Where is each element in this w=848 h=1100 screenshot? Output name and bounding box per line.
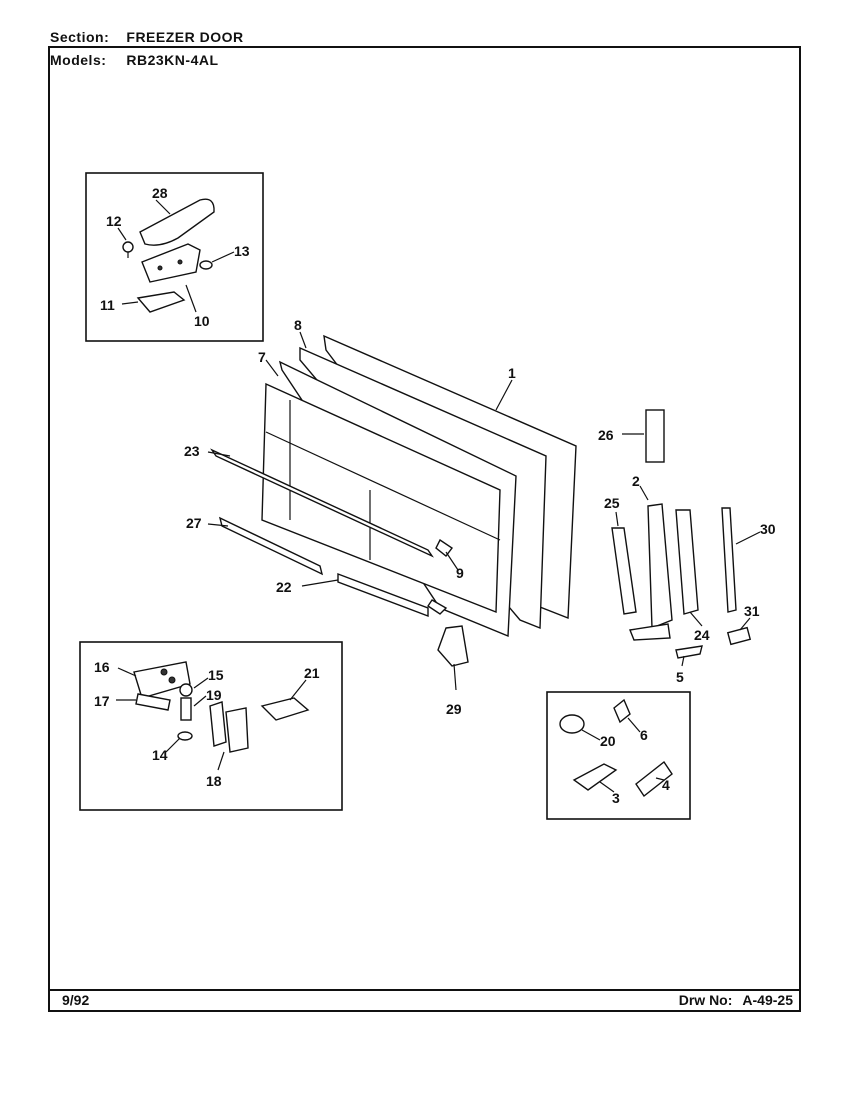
callout-10: 10 xyxy=(194,313,210,329)
hardware-inset-box xyxy=(79,641,343,811)
hinge-bracket-part xyxy=(141,243,201,283)
hinge-plate-right xyxy=(225,707,249,753)
callout-9: 9 xyxy=(456,565,464,581)
hinge-pin-part xyxy=(180,697,192,721)
drawing-number-value: A-49-25 xyxy=(742,992,793,1008)
hinge-inset-box xyxy=(85,172,264,342)
button-plug-part xyxy=(559,714,585,734)
shelf-rail-upper xyxy=(210,448,434,558)
callout-13: 13 xyxy=(234,243,250,259)
footer-divider xyxy=(50,989,799,991)
strap-bracket-part xyxy=(645,409,665,463)
callout-27: 27 xyxy=(186,515,202,531)
hinge-strap xyxy=(647,503,673,630)
section-heading: Section: FREEZER DOOR xyxy=(50,29,244,45)
door-closer-strap xyxy=(675,509,699,615)
callout-19: 19 xyxy=(206,687,222,703)
models-heading: Models: RB23KN-4AL xyxy=(50,52,219,68)
clip-inset-box xyxy=(546,691,691,820)
callout-7: 7 xyxy=(258,349,266,365)
screw-cap-part xyxy=(122,241,134,253)
callout-11: 11 xyxy=(100,297,115,313)
callout-23: 23 xyxy=(184,443,200,459)
door-stop-strap xyxy=(611,527,637,615)
clip-left-part xyxy=(572,763,618,791)
drawing-frame xyxy=(48,46,801,1012)
hinge-cover-part xyxy=(139,198,215,246)
callout-1: 1 xyxy=(508,365,516,381)
hinge-plate-left xyxy=(209,701,227,747)
callout-31: 31 xyxy=(744,603,760,619)
callout-5: 5 xyxy=(676,669,684,685)
callout-15: 15 xyxy=(208,667,224,683)
callout-25: 25 xyxy=(604,495,620,511)
hinge-block-part xyxy=(133,661,191,699)
callout-2: 2 xyxy=(632,473,640,489)
callout-3: 3 xyxy=(612,790,620,806)
pin-washer-part xyxy=(177,731,193,741)
callout-4: 4 xyxy=(662,777,670,793)
drawing-date: 9/92 xyxy=(62,992,90,1008)
bushing-part xyxy=(179,683,193,697)
callout-30: 30 xyxy=(760,521,776,537)
callout-28: 28 xyxy=(152,185,168,201)
shelf-rail-lower xyxy=(337,572,429,618)
section-value: FREEZER DOOR xyxy=(126,29,244,45)
callout-8: 8 xyxy=(294,317,302,333)
models-label: Models: xyxy=(50,52,107,68)
callout-16: 16 xyxy=(94,659,110,675)
hinge-shim-part xyxy=(136,291,186,313)
hinge-bracket-lower xyxy=(260,697,310,721)
callout-26: 26 xyxy=(598,427,614,443)
callout-21: 21 xyxy=(304,665,320,681)
washer-part xyxy=(199,260,213,270)
callout-17: 17 xyxy=(94,693,110,709)
callout-24: 24 xyxy=(694,627,710,643)
door-handle-part xyxy=(437,625,469,667)
strap-rod xyxy=(721,507,737,613)
shelf-clip-lower xyxy=(427,599,448,615)
callout-29: 29 xyxy=(446,701,462,717)
callout-22: 22 xyxy=(276,579,292,595)
drawing-number-block: Drw No: A-49-25 xyxy=(679,992,793,1008)
callout-20: 20 xyxy=(600,733,616,749)
hinge-spacer-part xyxy=(135,693,171,711)
section-label: Section: xyxy=(50,29,110,45)
models-value: RB23KN-4AL xyxy=(126,52,219,68)
spacer-part xyxy=(726,626,752,646)
screw-part xyxy=(613,698,631,724)
clip-right-part xyxy=(635,760,673,798)
strap-plate xyxy=(675,645,703,659)
strap-base xyxy=(629,623,671,641)
shelf-rail-left xyxy=(218,516,324,576)
shelf-clip xyxy=(435,538,454,557)
drawing-number-label: Drw No: xyxy=(678,992,733,1008)
callout-18: 18 xyxy=(206,773,222,789)
callout-14: 14 xyxy=(152,747,168,763)
callout-6: 6 xyxy=(640,727,648,743)
callout-12: 12 xyxy=(106,213,122,229)
